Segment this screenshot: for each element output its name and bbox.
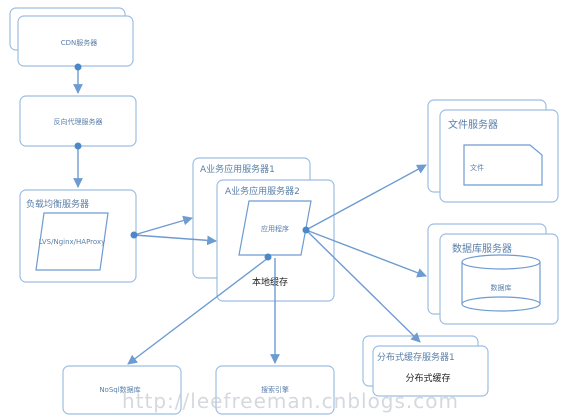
distributed-cache-server-label: 分布式缓存服务器1 <box>377 351 455 363</box>
reverse-proxy-label: 反向代理服务器 <box>54 117 103 126</box>
connector-dot <box>302 226 310 234</box>
database-server-node: 数据库服务器 数据库 <box>427 223 559 325</box>
app-to-file-arrow <box>305 164 427 231</box>
load-balancer-label: 负载均衡服务器 <box>26 198 89 210</box>
local-cache-label: 本地缓存 <box>252 276 288 288</box>
cdn-server-label: CDN服务器 <box>61 38 98 47</box>
app-to-nosql-arrow <box>127 257 269 365</box>
watermark: http://leefreeman.cnblogs.com <box>122 389 459 413</box>
reverse-proxy-node: 反向代理服务器 <box>19 95 137 147</box>
lb-software-shape <box>35 212 109 271</box>
lb-to-app2-arrow <box>133 234 217 246</box>
nosql-database-node: NoSql数据库 <box>62 365 182 415</box>
connector-dot <box>130 231 138 239</box>
app-to-db-arrow <box>305 229 427 278</box>
lb-to-app1-arrow <box>133 215 193 236</box>
database-cylinder-icon <box>461 254 541 312</box>
connectors <box>73 66 427 365</box>
connector-dot <box>74 63 82 71</box>
connector-dot <box>74 142 82 150</box>
connector-dot <box>264 253 272 261</box>
file-label: 文件 <box>470 163 484 172</box>
lb-software-label: LVS/Nginx/HAProxy <box>39 238 106 246</box>
app-server-1-label: A业务应用服务器1 <box>200 163 275 175</box>
file-server-label: 文件服务器 <box>448 118 498 131</box>
search-engine-node: 搜索引擎 <box>215 365 335 415</box>
app-server-2-node: A业务应用服务器2 应用程序 本地缓存 <box>216 179 335 302</box>
search-engine-label: 搜索引擎 <box>261 385 289 394</box>
folder-icon <box>463 144 543 186</box>
load-balancer-node: 负载均衡服务器 LVS/Nginx/HAProxy <box>19 189 137 283</box>
app-program-shape <box>238 200 312 256</box>
cdn-server-node: CDN服务器 <box>9 7 134 67</box>
app-to-cache-arrow <box>305 229 421 343</box>
app-program-label: 应用程序 <box>261 224 289 233</box>
app-server-2-label: A业务应用服务器2 <box>225 185 300 197</box>
distributed-cache-label: 分布式缓存 <box>405 372 450 384</box>
nosql-database-label: NoSql数据库 <box>99 385 140 394</box>
connector-dots <box>74 63 310 261</box>
distributed-cache-node: 分布式缓存服务器1 分布式缓存 <box>362 335 489 397</box>
file-server-node: 文件服务器 文件 <box>427 99 559 203</box>
database-label: 数据库 <box>491 283 512 292</box>
database-server-label: 数据库服务器 <box>452 242 512 255</box>
